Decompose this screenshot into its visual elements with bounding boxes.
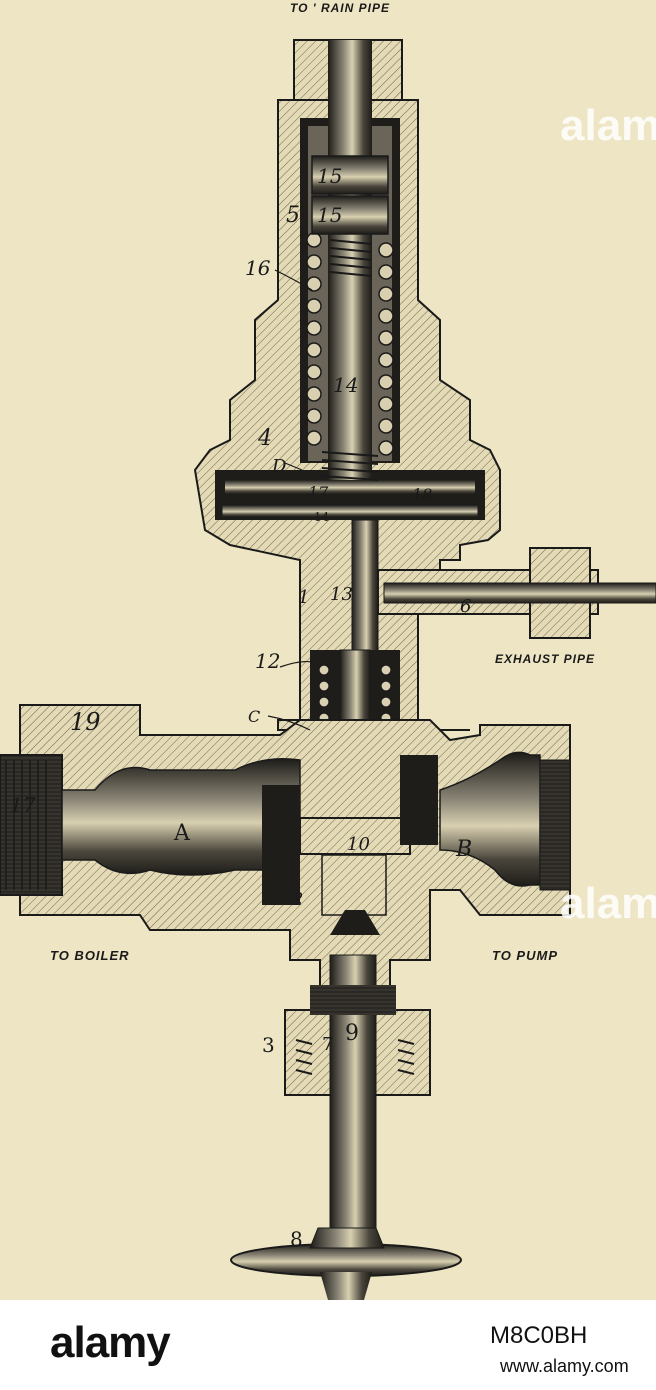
footer-site-url: www.alamy.com [500,1356,629,1376]
label-15-upper: 15 [317,164,342,188]
label-14-diaphragm: 14 [314,510,330,524]
label-1: 1 [298,587,309,608]
label-14-rod: 14 [333,373,358,397]
watermark-brand-upper: alamy [560,101,656,150]
label-9: 9 [345,1021,359,1046]
label-B: B [455,837,472,862]
label-5: 5 [286,203,300,228]
label-17: 17 [308,483,329,502]
label-2: 2 [291,889,303,910]
label-3: 3 [262,1033,275,1057]
label-18: 18 [412,485,432,504]
caption-to-boiler: TO BOILER [50,948,130,963]
caption-top: TO ' RAIN PIPE [290,1,390,15]
footer-image-id: M8C0BH [490,1322,588,1349]
illustration: alamy alamy TO ' RAIN PIPE EXHAUST PIPE … [0,0,656,1300]
label-17-left: 17 [10,793,36,817]
label-19: 19 [70,708,101,736]
spring-coils [306,232,394,456]
footer-brand-logo: alamy [50,1318,171,1367]
valve-cross-section-diagram: alamy alamy TO ' RAIN PIPE EXHAUST PIPE … [0,1,656,1300]
label-6: 6 [460,596,471,617]
label-7: 7 [322,1034,333,1055]
watermark-brand-lower: alamy [560,879,656,928]
label-D: D [271,456,287,477]
label-4: 4 [257,426,272,451]
caption-exhaust-pipe: EXHAUST PIPE [495,652,595,666]
label-C: C [248,707,260,726]
label-10: 10 [347,834,370,855]
label-13: 13 [330,584,353,605]
label-8: 8 [290,1227,303,1251]
label-16: 16 [245,256,271,280]
label-15-lower: 15 [317,203,342,227]
stock-footer [0,1300,656,1390]
label-12: 12 [255,649,280,673]
caption-to-pump: TO PUMP [492,948,558,963]
label-A: A [173,821,191,846]
